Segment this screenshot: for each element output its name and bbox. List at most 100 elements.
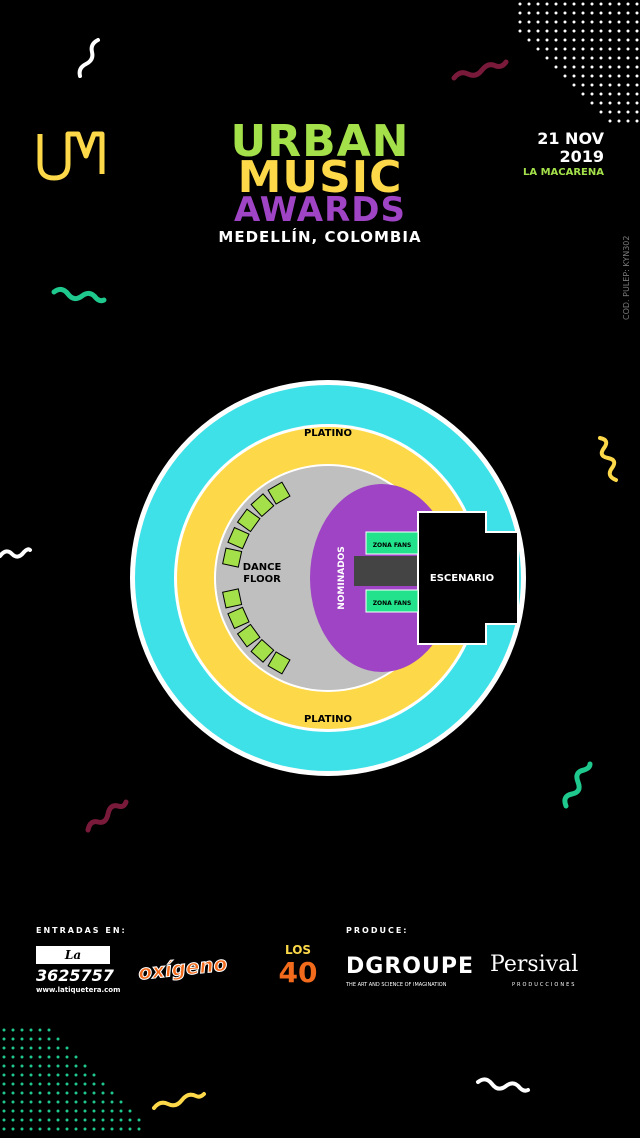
decor-dot [20, 1037, 24, 1041]
decor-dot [74, 1118, 78, 1122]
decor-dot [101, 1091, 105, 1095]
seat-box[interactable] [227, 526, 250, 550]
decor-dot [563, 2, 567, 6]
decor-dot [635, 11, 639, 15]
decor-dot [83, 1100, 87, 1104]
decor-dot [65, 1073, 69, 1077]
decor-dot [626, 119, 630, 123]
decor-dot [38, 1091, 42, 1095]
decor-dot [119, 1109, 123, 1113]
decor-dot [572, 20, 576, 24]
decor-dot [563, 38, 567, 42]
decor-dot [65, 1100, 69, 1104]
dance-floor-label-line2: FLOOR [243, 574, 281, 585]
decor-dot [2, 1118, 6, 1122]
decor-dot [572, 38, 576, 42]
seat-box[interactable] [267, 651, 291, 675]
decor-dot [545, 11, 549, 15]
decor-dot [83, 1127, 87, 1131]
decor-dot [56, 1037, 60, 1041]
escenario-stage[interactable] [417, 511, 519, 645]
decor-dot [572, 29, 576, 33]
decor-dot [92, 1082, 96, 1086]
yellow-squiggle-right [598, 436, 618, 482]
decor-dot [65, 1046, 69, 1050]
decor-dot [11, 1064, 15, 1068]
decor-dot [20, 1064, 24, 1068]
decor-dot [20, 1073, 24, 1077]
decor-dot [536, 29, 540, 33]
seat-box[interactable] [267, 481, 291, 505]
decor-dot [20, 1082, 24, 1086]
venue-map: PLATINO PLATINO DANCE FLOOR NOMINADOS ZO… [130, 380, 526, 776]
decor-dot [590, 2, 594, 6]
decor-dot [11, 1118, 15, 1122]
decor-dot [563, 29, 567, 33]
decor-dot [110, 1100, 114, 1104]
decor-dot [38, 1046, 42, 1050]
decor-dot [608, 2, 612, 6]
decor-dot [554, 47, 558, 51]
seat-box[interactable] [227, 606, 250, 630]
decor-dot [581, 92, 585, 96]
decor-dot [554, 29, 558, 33]
dance-floor-label-line1: DANCE [243, 562, 282, 573]
decor-dot [2, 1055, 6, 1059]
decor-dot [2, 1082, 6, 1086]
decor-dot [92, 1100, 96, 1104]
decor-dot [626, 110, 630, 114]
platino-bottom-label: PLATINO [304, 714, 352, 725]
decor-dot [65, 1064, 69, 1068]
decor-dot [581, 74, 585, 78]
los40-logo-line2: 40 [278, 956, 318, 989]
decor-dot [101, 1082, 105, 1086]
dot-pattern-top-right [518, 2, 639, 123]
decor-dot [581, 2, 585, 6]
decor-dot [38, 1127, 42, 1131]
decor-dot [11, 1127, 15, 1131]
decor-dot [101, 1100, 105, 1104]
decor-dot [599, 83, 603, 87]
decor-dot [590, 56, 594, 60]
decor-dot [590, 101, 594, 105]
seat-box[interactable] [236, 623, 261, 648]
decor-dot [599, 29, 603, 33]
decor-dot [2, 1109, 6, 1113]
decor-dot [29, 1091, 33, 1095]
decor-dot [83, 1064, 87, 1068]
seat-box[interactable] [250, 638, 275, 663]
zona-fans-top-label: ZONA FANS [373, 542, 412, 549]
seat-box[interactable] [250, 493, 275, 518]
decor-dot [47, 1082, 51, 1086]
seat-box[interactable] [236, 508, 261, 533]
decor-dot [137, 1127, 141, 1131]
decor-dot [518, 29, 522, 33]
decor-dot [563, 11, 567, 15]
title-line-urban: URBAN [230, 116, 410, 167]
seat-box[interactable] [222, 547, 243, 568]
decor-dot [554, 65, 558, 69]
decor-dot [617, 74, 621, 78]
zona-fans-bottom[interactable] [365, 589, 419, 613]
zona-fans-top[interactable] [365, 531, 419, 555]
decor-dot [599, 92, 603, 96]
decor-dot [119, 1100, 123, 1104]
decor-dot [599, 74, 603, 78]
decor-dot [47, 1028, 51, 1032]
decor-dot [92, 1073, 96, 1077]
decor-dot [2, 1046, 6, 1050]
seat-box[interactable] [222, 588, 243, 609]
la-tiquetera-logo: La Tiquetera [36, 946, 110, 980]
decor-dot [29, 1109, 33, 1113]
decor-dot [545, 20, 549, 24]
zona-fans-bottom-label: ZONA FANS [373, 600, 412, 607]
decor-dot [38, 1109, 42, 1113]
decor-dot [617, 56, 621, 60]
decor-dot [101, 1118, 105, 1122]
decor-dot [572, 65, 576, 69]
decor-dot [20, 1028, 24, 1032]
decor-dot [626, 2, 630, 6]
decor-dot [527, 11, 531, 15]
decor-dot [590, 11, 594, 15]
